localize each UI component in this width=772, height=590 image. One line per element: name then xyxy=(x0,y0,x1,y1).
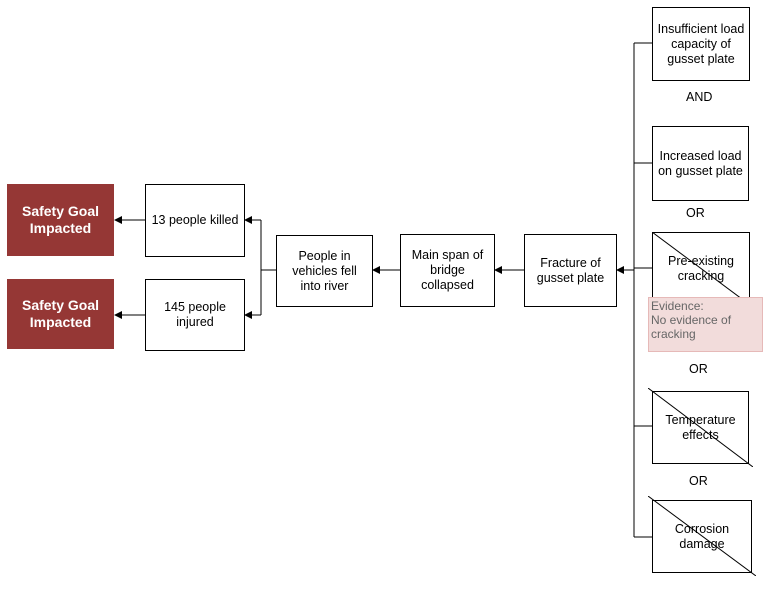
or-gate-label-3: OR xyxy=(689,474,708,488)
insufficient-load-capacity-box: Insufficient load capacity of gusset pla… xyxy=(652,7,750,81)
people-injured-box: 145 people injured xyxy=(145,279,245,351)
evidence-note: Evidence: No evidence of cracking xyxy=(648,297,763,352)
temperature-effects-box: Temperature effects xyxy=(652,391,749,464)
safety-goal-impacted-1: Safety Goal Impacted xyxy=(7,184,114,256)
increased-load-box: Increased load on gusset plate xyxy=(652,126,749,201)
gusset-plate-fracture-box: Fracture of gusset plate xyxy=(524,234,617,307)
people-killed-box: 13 people killed xyxy=(145,184,245,257)
preexisting-cracking-box: Pre-existing cracking xyxy=(652,232,750,305)
or-gate-label-2: OR xyxy=(689,362,708,376)
and-gate-label: AND xyxy=(686,90,713,104)
span-collapsed-box: Main span of bridge collapsed xyxy=(400,234,495,307)
or-gate-label-1: OR xyxy=(686,206,705,220)
fell-into-river-box: People in vehicles fell into river xyxy=(276,235,373,307)
safety-goal-impacted-2: Safety Goal Impacted xyxy=(7,279,114,349)
corrosion-damage-box: Corrosion damage xyxy=(652,500,752,573)
